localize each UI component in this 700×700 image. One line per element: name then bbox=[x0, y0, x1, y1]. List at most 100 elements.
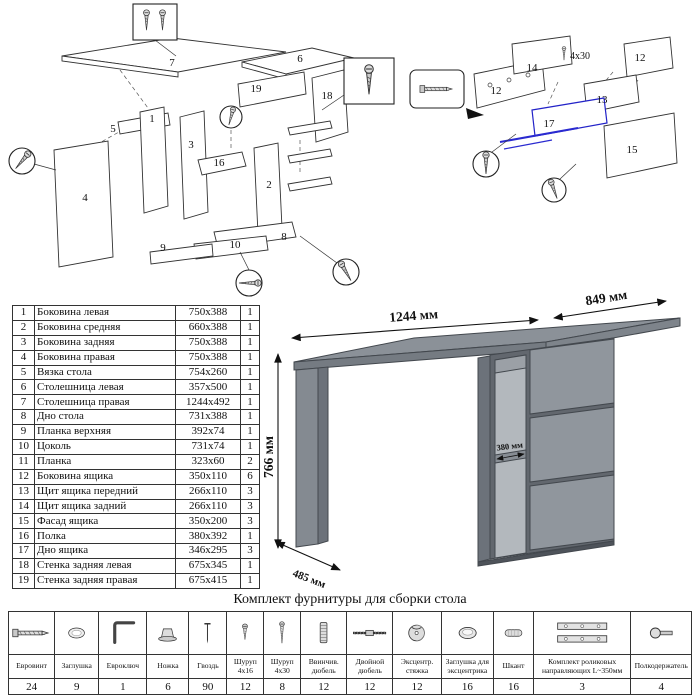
part-qty: 3 bbox=[240, 513, 260, 530]
part-size: 1244x492 bbox=[175, 394, 241, 411]
drawer-rail-2 bbox=[287, 148, 333, 164]
screw-4x16-icon bbox=[226, 611, 265, 655]
screw-4x30-icon bbox=[263, 611, 302, 655]
drawer-front-3 bbox=[529, 474, 615, 551]
panel-side-left bbox=[139, 106, 169, 214]
part-name: Щит ящика передний bbox=[34, 483, 176, 500]
part-number: 9 bbox=[12, 424, 35, 441]
part-number-labels: 7 6 19 18 5 1 3 16 2 4 9 10 8 bbox=[82, 53, 333, 254]
hardware-callouts bbox=[409, 46, 577, 203]
part-qty: 1 bbox=[240, 528, 260, 545]
part-qty: 1 bbox=[240, 379, 260, 396]
part-number: 2 bbox=[12, 319, 35, 336]
callout-box-screws bbox=[132, 3, 178, 41]
dowel-icon bbox=[492, 611, 534, 655]
roller-guides-icon bbox=[532, 611, 632, 655]
part-number: 13 bbox=[12, 483, 35, 500]
drawer-facade-panel bbox=[603, 112, 678, 179]
part-qty: 1 bbox=[240, 305, 260, 321]
hardware-callouts bbox=[8, 3, 395, 297]
exploded-panels bbox=[53, 37, 355, 268]
part-size: 323x60 bbox=[175, 453, 241, 470]
part-qty: 2 bbox=[240, 453, 260, 470]
hardware-qty: 9 bbox=[54, 678, 100, 695]
part-label: 12 bbox=[491, 85, 502, 97]
part-size: 731x388 bbox=[175, 409, 241, 426]
exploded-panels bbox=[473, 35, 678, 179]
hardware-qty: 8 bbox=[263, 678, 302, 695]
drawer-front-2 bbox=[529, 406, 615, 483]
part-qty: 6 bbox=[240, 468, 260, 485]
drawer-front-1 bbox=[529, 338, 615, 415]
part-qty: 1 bbox=[240, 558, 260, 575]
part-name: Дно ящика bbox=[34, 543, 176, 560]
hardware-name: Евровинт bbox=[7, 654, 56, 679]
part-name: Планка bbox=[34, 453, 176, 470]
part-size: 380x392 bbox=[175, 528, 241, 545]
pointer-arrow-icon bbox=[466, 108, 484, 119]
part-number: 15 bbox=[12, 513, 35, 530]
hardware-name: Шкант bbox=[492, 654, 534, 679]
part-size: 266x110 bbox=[175, 483, 241, 500]
screw-in-dowel-icon bbox=[300, 611, 348, 655]
drawer-side-panel bbox=[623, 36, 674, 78]
part-qty: 1 bbox=[240, 424, 260, 441]
part-number: 5 bbox=[12, 364, 35, 381]
drawer-bottom-panel bbox=[531, 97, 608, 137]
double-dowel-icon bbox=[346, 611, 394, 655]
part-name: Фасад ящика bbox=[34, 513, 176, 530]
desk-body bbox=[293, 317, 681, 567]
part-size: 350x200 bbox=[175, 513, 241, 530]
part-label: 7 bbox=[169, 57, 175, 69]
part-name: Дно стола bbox=[34, 409, 176, 426]
hardware-name: Ножка bbox=[146, 654, 190, 679]
drawer-rail-3 bbox=[287, 176, 333, 192]
part-qty: 3 bbox=[240, 483, 260, 500]
cabinet-base-shadow bbox=[477, 540, 615, 567]
hardware-qty: 12 bbox=[300, 678, 348, 695]
hardware-qty: 16 bbox=[440, 678, 494, 695]
hardware-qty: 12 bbox=[226, 678, 265, 695]
part-qty: 3 bbox=[240, 498, 260, 515]
hardware-qty: 24 bbox=[7, 678, 56, 695]
part-label: 9 bbox=[160, 242, 166, 254]
hardware-name: Гвоздь bbox=[188, 654, 228, 679]
shelf-support-icon bbox=[630, 611, 692, 655]
part-label: 14 bbox=[527, 62, 539, 74]
drawer-back-panel bbox=[511, 35, 573, 75]
part-label: 17 bbox=[544, 118, 556, 130]
part-number: 18 bbox=[12, 558, 35, 575]
part-label: 16 bbox=[214, 157, 226, 169]
hardware-kit-title: Комплект фурнитуры для сборки стола bbox=[233, 592, 467, 607]
eurovint-icon bbox=[7, 611, 56, 655]
part-number: 11 bbox=[12, 453, 35, 470]
hardware-qty: 90 bbox=[188, 678, 228, 695]
drawer-rail-blue bbox=[503, 139, 553, 150]
part-size: 750x388 bbox=[175, 305, 241, 321]
part-size: 350x110 bbox=[175, 468, 241, 485]
hardware-name: Двойной дюбель bbox=[346, 654, 394, 679]
part-label: 18 bbox=[322, 90, 334, 102]
part-label: 12 bbox=[635, 52, 646, 64]
part-name: Стенка задняя правая bbox=[34, 573, 176, 589]
panel-back-right bbox=[311, 69, 349, 143]
hardware-qty: 6 bbox=[146, 678, 190, 695]
exploded-view-desk: 7 6 19 18 5 1 3 16 2 4 9 10 8 bbox=[8, 3, 395, 297]
part-number: 4 bbox=[12, 349, 35, 366]
part-name: Столешница правая bbox=[34, 394, 176, 411]
part-size: 675x345 bbox=[175, 558, 241, 575]
part-label: 4 bbox=[82, 192, 88, 204]
part-label: 1 bbox=[149, 113, 155, 125]
part-label: 3 bbox=[188, 139, 194, 151]
desk-left-leg-side bbox=[317, 366, 329, 545]
